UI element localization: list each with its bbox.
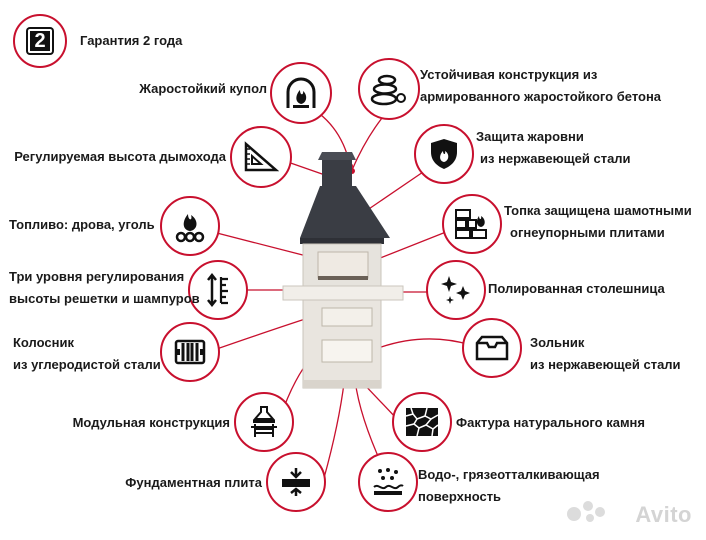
grate-levels-icon-circle bbox=[188, 260, 248, 320]
modular-icon bbox=[251, 406, 277, 437]
number-2-icon: 2 bbox=[26, 27, 54, 55]
label-warranty: Гарантия 2 года bbox=[80, 33, 183, 48]
label-grate-1: Колосник bbox=[13, 335, 74, 350]
set-square-icon bbox=[244, 141, 279, 172]
label-grate-levels-1: Три уровня регулирования bbox=[9, 269, 185, 284]
label-repellent-1: Водо-, грязеотталкивающая bbox=[418, 467, 600, 482]
label-brazier-1: Защита жаровни bbox=[476, 129, 584, 144]
structure-icon-circle bbox=[358, 58, 420, 120]
grate-icon-circle bbox=[160, 322, 220, 382]
label-ash-box-1: Зольник bbox=[530, 335, 585, 350]
brick-fire-icon bbox=[455, 209, 487, 239]
modular-icon-circle bbox=[234, 392, 294, 452]
repellent-icon-circle bbox=[358, 452, 418, 512]
label-firebox-2: огнеупорными плитами bbox=[510, 225, 665, 240]
stone-texture-icon bbox=[405, 407, 439, 437]
grate-icon bbox=[174, 339, 206, 365]
avito-logo-icon bbox=[567, 501, 605, 522]
label-base-plate: Фундаментная плита bbox=[125, 475, 262, 490]
ash-box-icon-circle bbox=[462, 318, 522, 378]
brazier-icon-circle bbox=[414, 124, 474, 184]
label-structure-1: Устойчивая конструкция из bbox=[420, 67, 598, 82]
label-stone: Фактура натурального камня bbox=[456, 415, 645, 430]
fuel-icon-circle bbox=[160, 196, 220, 256]
stone-icon-circle bbox=[392, 392, 452, 452]
countertop-icon-circle bbox=[426, 260, 486, 320]
fire-arch-icon bbox=[286, 77, 316, 108]
fire-wood-icon bbox=[175, 214, 205, 243]
label-dome: Жаростойкий купол bbox=[139, 81, 267, 96]
label-ash-box-2: из нержавеющей стали bbox=[530, 357, 681, 372]
stones-icon bbox=[370, 74, 406, 106]
label-repellent-2: поверхность bbox=[418, 489, 502, 504]
sparkle-icon bbox=[441, 276, 470, 304]
label-chimney: Регулируемая высота дымохода bbox=[14, 149, 226, 164]
warranty-number: 2 bbox=[28, 29, 52, 53]
label-structure-2: армированного жаростойкого бетона bbox=[420, 89, 662, 104]
height-adjust-icon bbox=[207, 273, 228, 307]
water-drops-icon bbox=[373, 468, 404, 495]
label-modular: Модульная конструкция bbox=[72, 415, 230, 430]
base-plate-icon-circle bbox=[266, 452, 326, 512]
label-grate-2: из углеродистой стали bbox=[13, 357, 161, 372]
label-countertop: Полированная столешница bbox=[488, 281, 665, 296]
label-fuel: Топливо: дрова, уголь bbox=[9, 217, 155, 232]
label-grate-levels-2: высоты решетки и шампуров bbox=[9, 291, 200, 306]
shield-fire-icon bbox=[431, 139, 457, 169]
chimney-icon-circle bbox=[230, 126, 292, 188]
base-plate-icon bbox=[282, 468, 310, 496]
dome-icon-circle bbox=[270, 62, 332, 124]
label-firebox-1: Топка защищена шамотными bbox=[504, 203, 692, 218]
avito-watermark: Avito bbox=[635, 502, 692, 527]
warranty-icon-circle: 2 bbox=[13, 14, 67, 68]
ash-tray-icon bbox=[475, 335, 509, 361]
label-brazier-2: из нержавеющей стали bbox=[480, 151, 631, 166]
grill-illustration bbox=[282, 152, 404, 389]
firebox-icon-circle bbox=[442, 194, 502, 254]
